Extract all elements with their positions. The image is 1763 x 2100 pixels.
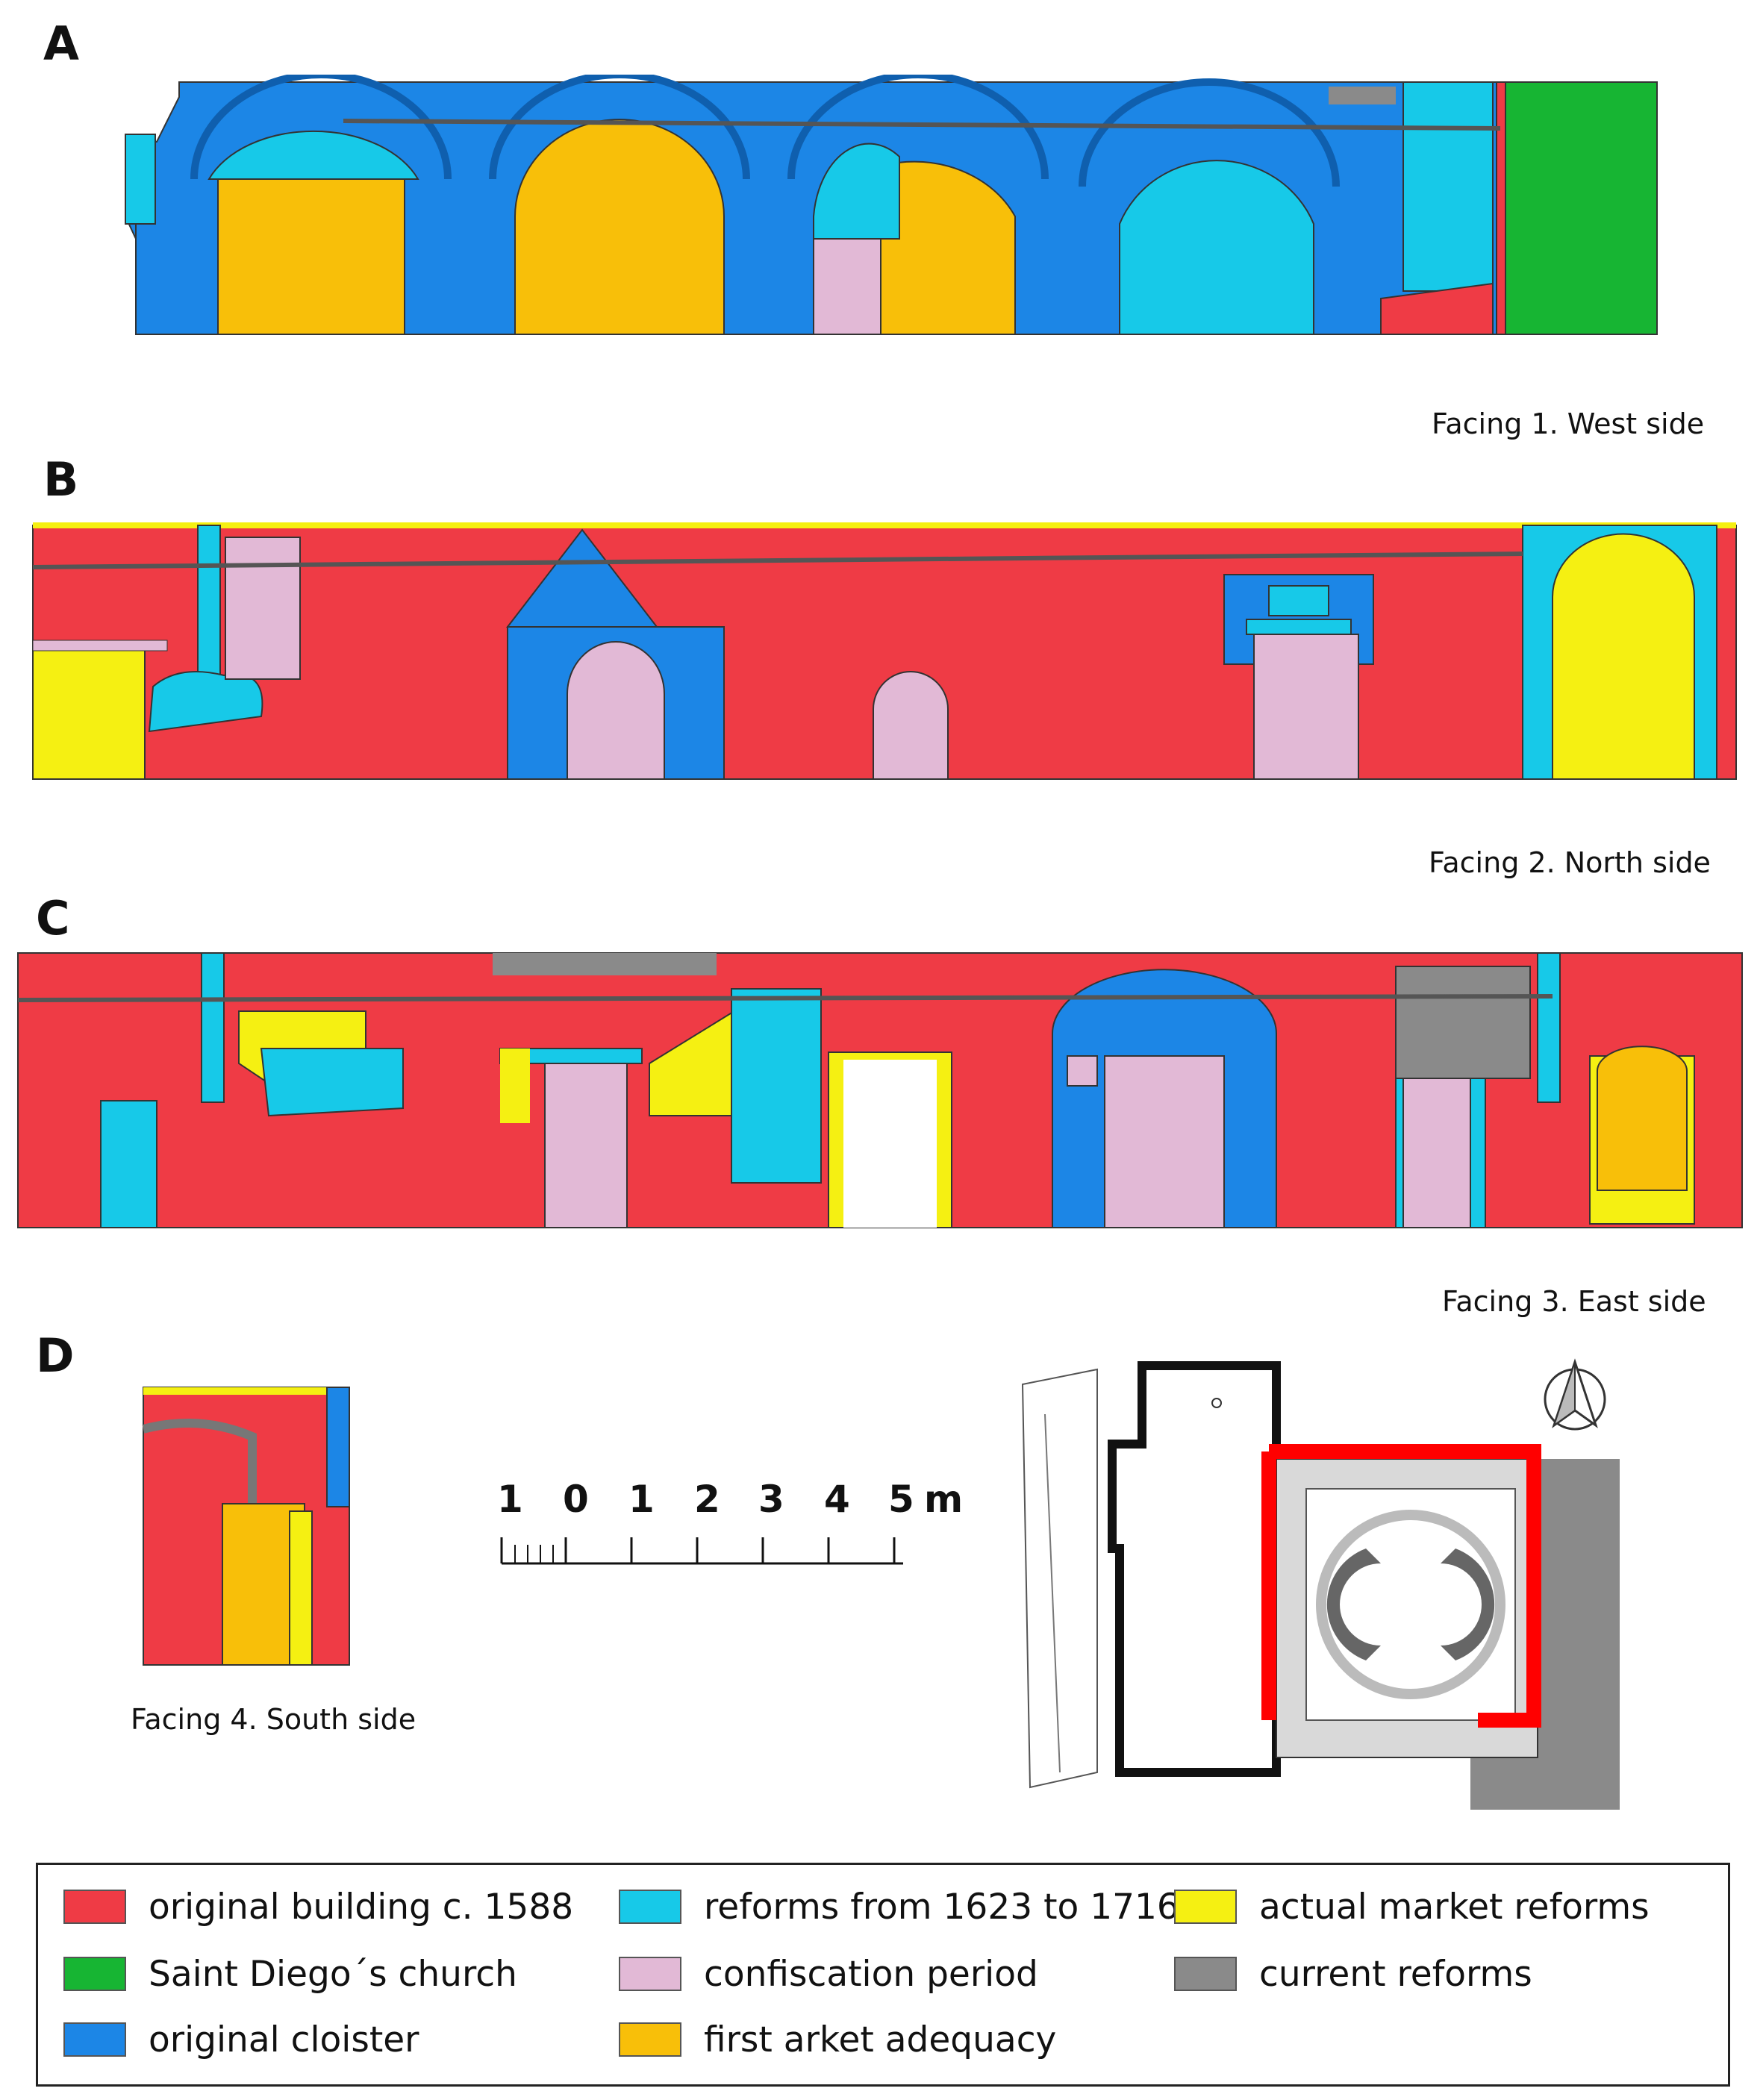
legend-item: original cloister — [63, 2017, 419, 2062]
facade-east — [17, 952, 1743, 1228]
legend-label: original cloister — [149, 2019, 419, 2060]
legend-swatch — [619, 1890, 681, 1924]
open-doorway — [843, 1060, 937, 1228]
scale-label: 2 — [694, 1478, 720, 1521]
scale-label: 3 — [758, 1478, 784, 1521]
caption-facing-3: Facing 3. East side — [1442, 1285, 1706, 1318]
facade-south — [142, 1387, 350, 1666]
scale-label: 0 — [563, 1478, 589, 1521]
legend-item: first arket adequacy — [619, 2017, 1056, 2062]
confiscation-window — [225, 537, 301, 680]
market-reform-left — [32, 649, 146, 780]
scale-label: 1 — [497, 1478, 523, 1521]
saint-diego-church-area — [1505, 81, 1658, 335]
legend-swatch — [619, 2022, 681, 2057]
legend-label: current reforms — [1259, 1953, 1532, 1995]
legend-swatch — [63, 2022, 126, 2057]
legend-label: original building c. 1588 — [149, 1886, 574, 1928]
original-building-patch — [1380, 282, 1494, 335]
facade-north — [32, 522, 1737, 780]
facade-west — [125, 75, 1658, 335]
panel-letter-c: C — [36, 891, 70, 946]
market-reform-arch — [1552, 533, 1695, 780]
legend-label: reforms from 1623 to 1716 — [704, 1886, 1179, 1928]
arch-outline — [489, 75, 750, 180]
confiscation-door — [544, 1063, 628, 1228]
reform-patch — [125, 134, 156, 225]
scale-unit: m — [924, 1478, 964, 1521]
scale-label: 1 — [628, 1478, 655, 1521]
legend-label: confiscation period — [704, 1953, 1038, 1995]
legend-swatch — [63, 1890, 126, 1924]
legend-label: first arket adequacy — [704, 2019, 1057, 2060]
legend-label: actual market reforms — [1259, 1886, 1650, 1928]
north-arrow-icon — [1544, 1358, 1606, 1431]
panel-letter-b: B — [43, 452, 79, 507]
legend-swatch — [63, 1957, 126, 1991]
reform-arch — [1119, 160, 1314, 335]
site-plan — [1021, 1358, 1620, 1810]
legend-item: Saint Diego´s church — [63, 1951, 517, 1996]
church-walls — [1108, 1361, 1281, 1777]
current-reform-block — [1395, 966, 1531, 1079]
confiscation-door — [813, 238, 882, 335]
first-market-niche — [1597, 1046, 1688, 1191]
caption-facing-1: Facing 1. West side — [1432, 407, 1705, 440]
studied-walls-outline — [1269, 1444, 1541, 1728]
legend-item: reforms from 1623 to 1716 — [619, 1884, 1179, 1929]
arch-outline — [787, 75, 1049, 180]
legend-swatch — [1174, 1890, 1237, 1924]
scale-label: 4 — [824, 1478, 850, 1521]
scale-bar-line — [500, 1537, 903, 1565]
legend-label: Saint Diego´s church — [149, 1953, 517, 1995]
legend-swatch — [619, 1957, 681, 1991]
caption-facing-2: Facing 2. North side — [1429, 846, 1711, 879]
panel-letter-a: A — [43, 16, 79, 71]
first-market-arch — [514, 119, 725, 335]
first-market-block — [217, 178, 405, 335]
legend-item: original building c. 1588 — [63, 1884, 573, 1929]
legend-swatch — [1174, 1957, 1237, 1991]
scale-label: 5 — [888, 1478, 914, 1521]
legend: original building c. 1588 reforms from 1… — [36, 1863, 1730, 2087]
legend-item: actual market reforms — [1174, 1884, 1650, 1929]
caption-facing-4: Facing 4. South side — [131, 1703, 416, 1736]
legend-item: confiscation period — [619, 1951, 1038, 1996]
panel-letter-d: D — [36, 1328, 75, 1383]
arch-outline — [190, 75, 452, 180]
arch-outline — [1079, 78, 1340, 187]
legend-item: current reforms — [1174, 1951, 1532, 1996]
